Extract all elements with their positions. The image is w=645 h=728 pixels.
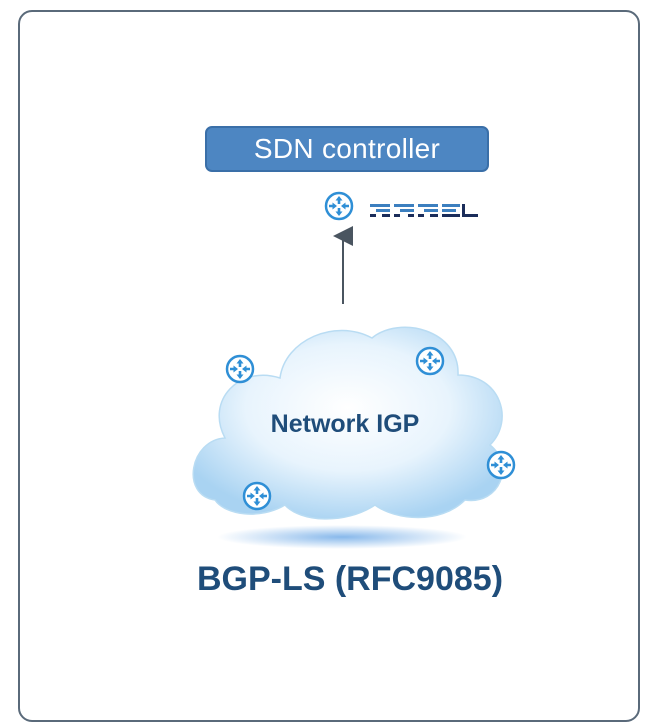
router-icon [242, 481, 272, 511]
diagram-title: BGP-LS (RFC9085) [196, 560, 504, 598]
sdn-controller-label: SDN controller [253, 133, 441, 164]
rare-logo [370, 204, 478, 217]
router-icon [225, 354, 255, 384]
router-icon [486, 450, 516, 480]
router-icon [324, 191, 354, 221]
cloud-label: Network IGP [270, 410, 420, 438]
sdn-controller-box: SDN controller [205, 126, 489, 172]
cloud-shape [192, 326, 504, 520]
cloud-shadow [217, 525, 467, 549]
router-icon [415, 346, 445, 376]
